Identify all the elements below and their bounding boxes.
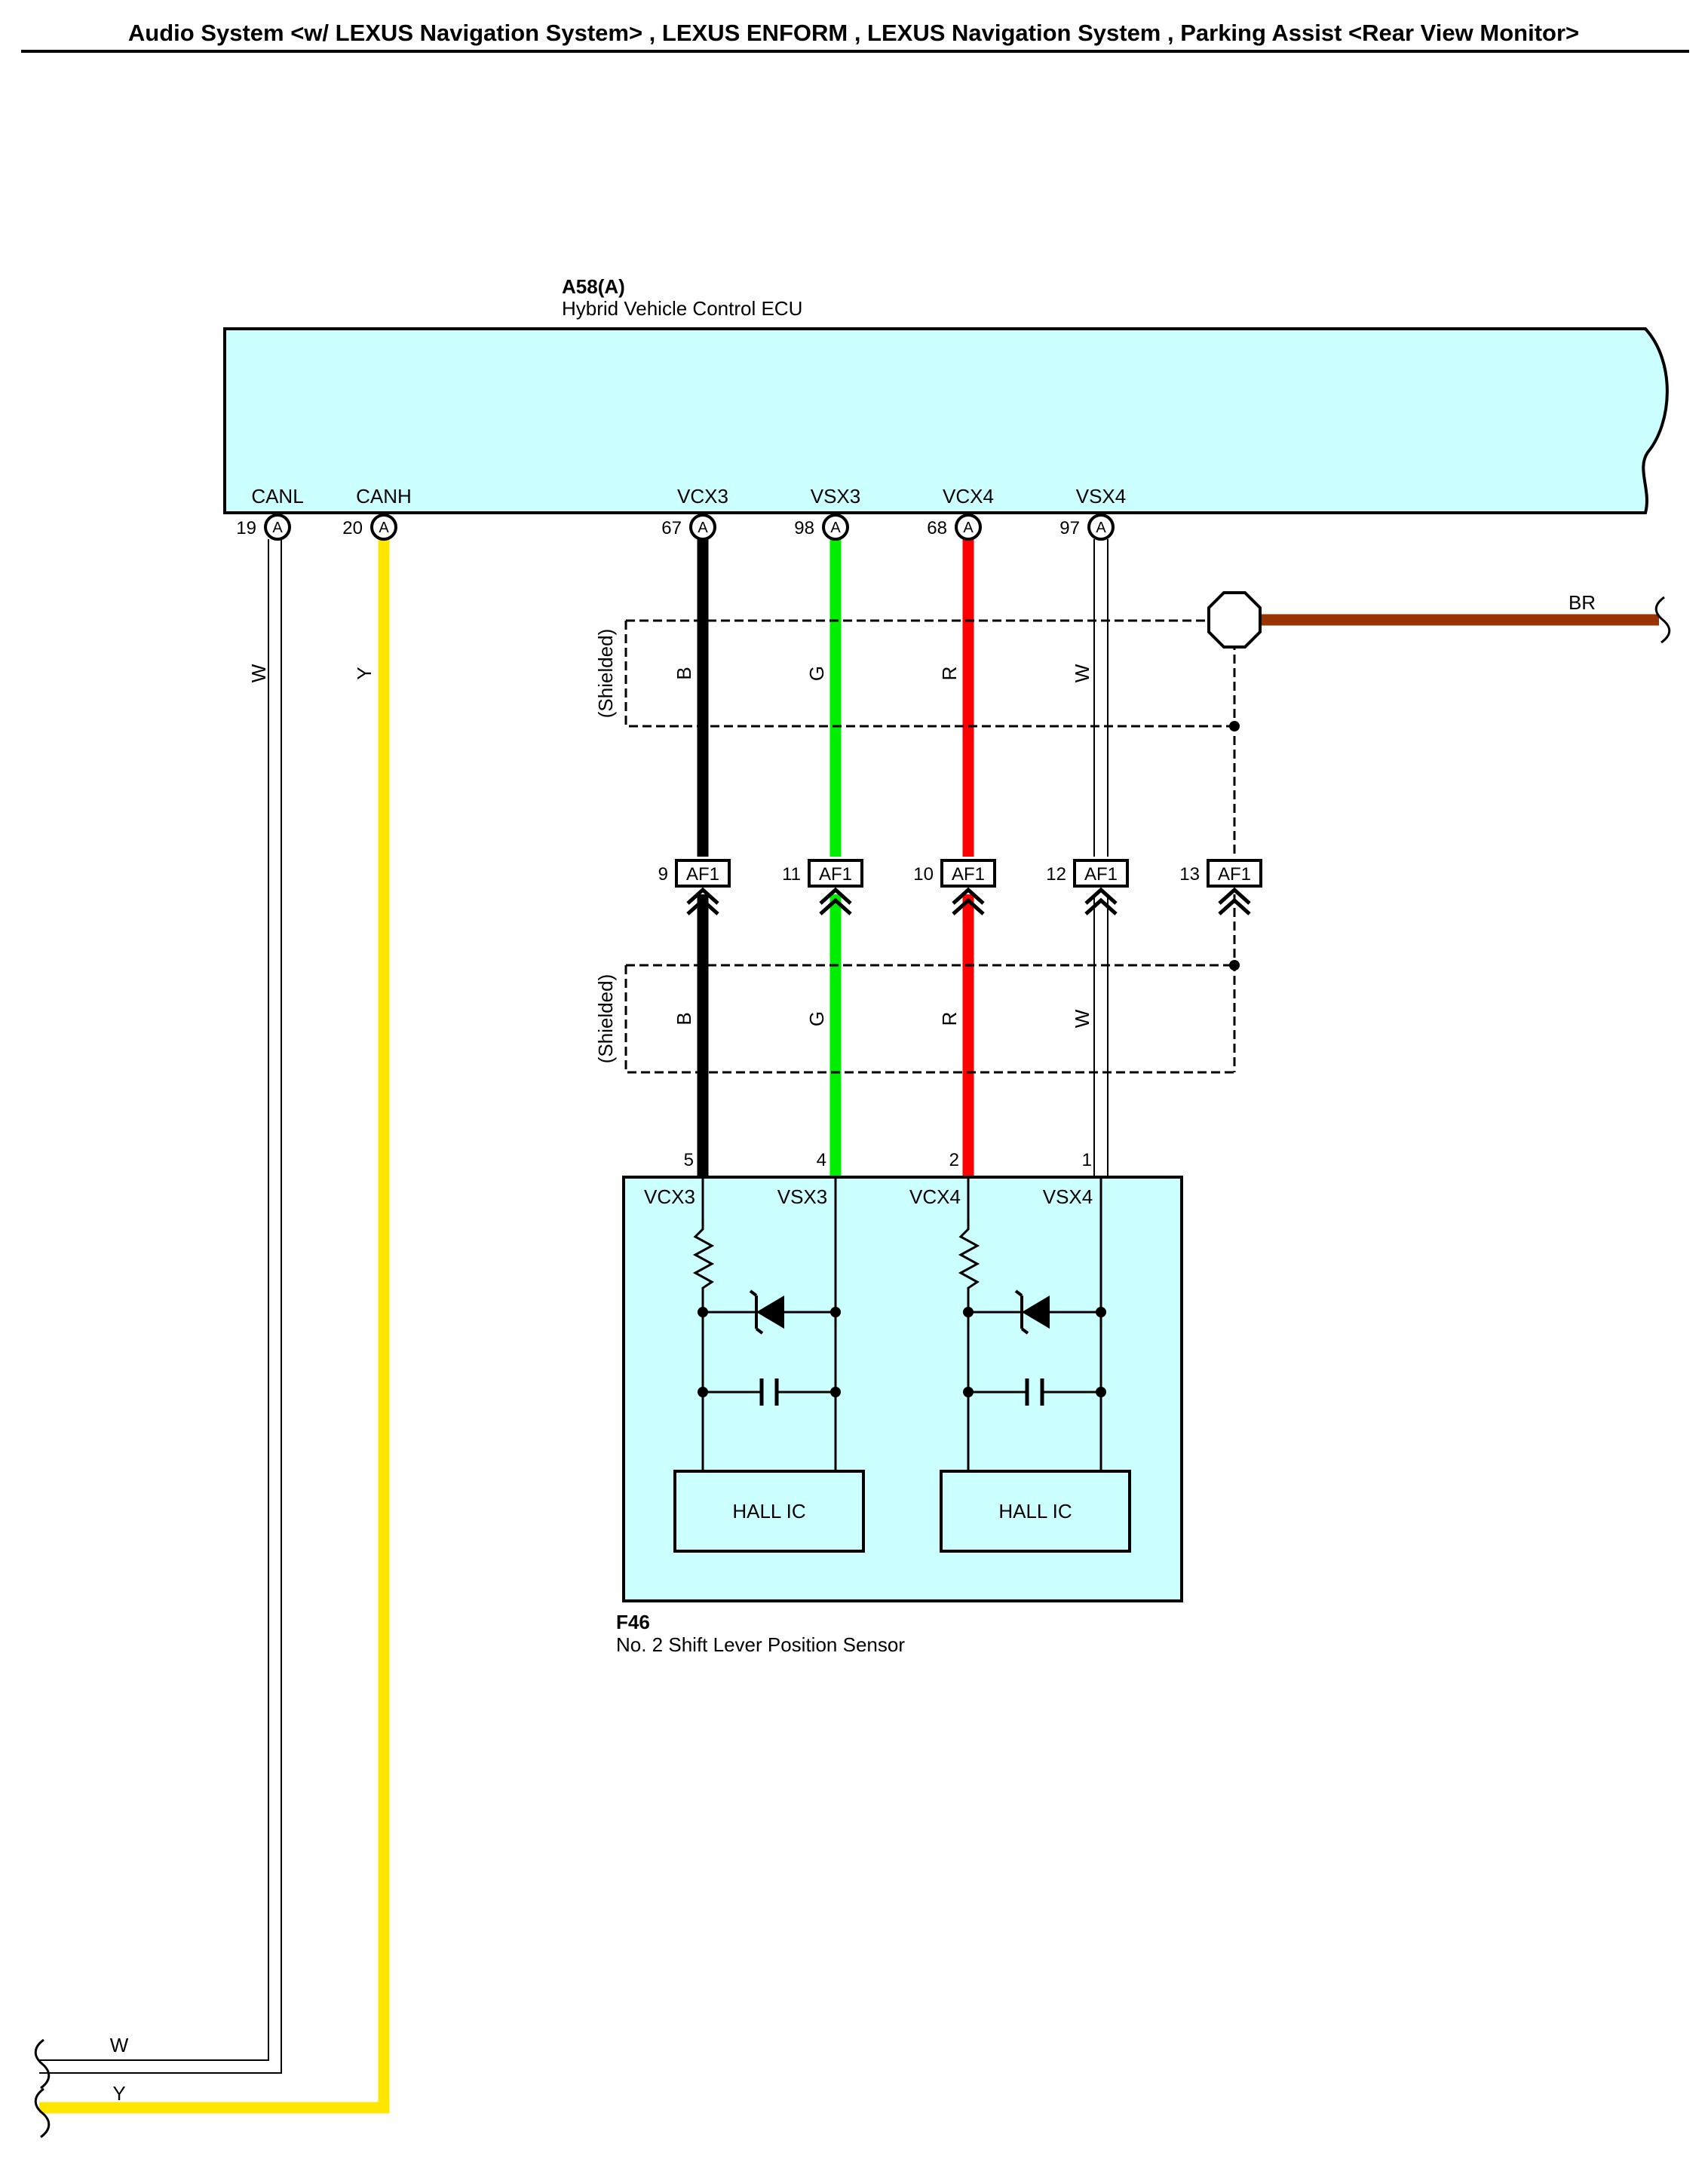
- hall-ic-left-label: HALL IC: [732, 1500, 805, 1523]
- junction-chevrons: [686, 887, 1251, 915]
- sensor-pin-number-vcx3: 5: [684, 1150, 694, 1170]
- ecu-pin-number-vsx3: 98: [794, 518, 814, 538]
- ecu-pin-label-canl: CANL: [251, 485, 303, 508]
- ecu-pin-label-vsx3: VSX3: [811, 485, 861, 508]
- wire-canl: [39, 539, 282, 2074]
- wire-label-canl: W: [247, 664, 270, 682]
- ecu-pin-connector-vcx3: A: [698, 520, 708, 536]
- junction-label-2: AF1: [819, 864, 852, 885]
- break-mark-y: [34, 2087, 51, 2139]
- sensor-pin-number-vsx4: 1: [1082, 1150, 1092, 1170]
- wire-label-vsx3-upper: G: [805, 666, 828, 681]
- wire-br-break-mark: [1654, 596, 1671, 644]
- ecu-pin-label-vsx4: VSX4: [1076, 485, 1127, 508]
- ecu-pin-number-vcx4: 68: [927, 518, 947, 538]
- sensor-name: No. 2 Shift Lever Position Sensor: [616, 1633, 905, 1656]
- ecu-pin-label-vcx4: VCX4: [943, 485, 994, 508]
- ecu-pin-connector-vsx4: A: [1096, 520, 1106, 536]
- ecu-pin-connector-canh: A: [379, 520, 389, 536]
- zener-diode-left: [749, 1289, 784, 1335]
- page-title: Audio System <w/ LEXUS Navigation System…: [128, 20, 1579, 46]
- junction-connectors: [675, 859, 1262, 888]
- bottom-wire-label-y: Y: [112, 2082, 125, 2105]
- ground-splice-octagon: [1207, 591, 1262, 649]
- sensor-pin-number-vcx4: 2: [949, 1150, 959, 1170]
- wire-vsx4: [1093, 539, 1109, 1176]
- sensor-code: F46: [616, 1611, 650, 1633]
- junction-dots-left: [698, 1307, 841, 1397]
- wire-label-vcx3-upper: B: [673, 667, 695, 679]
- wire-label-canh: Y: [353, 667, 376, 679]
- zener-diode-right: [1014, 1289, 1050, 1335]
- ecu-pin-label-canh: CANH: [356, 485, 412, 508]
- wire-canh: [39, 539, 390, 2114]
- ecu-pin-connector-vcx4: A: [963, 520, 974, 536]
- shield-upper-junction-dot: [1229, 721, 1240, 731]
- ecu-pin-label-vcx3: VCX3: [677, 485, 728, 508]
- shield-upper-label: (Shielded): [594, 629, 617, 719]
- wire-label-vcx4-lower: R: [938, 1012, 961, 1026]
- hall-ic-left: [673, 1470, 865, 1553]
- sensor-pin-label-vcx4: VCX4: [909, 1185, 961, 1208]
- wire-label-vcx4-upper: R: [938, 667, 961, 681]
- shield-upper-outline: [624, 619, 1234, 728]
- sensor-pin-number-vsx3: 4: [817, 1150, 826, 1170]
- wire-label-vsx4-lower: W: [1071, 1009, 1093, 1028]
- shield-lower-outline: [624, 894, 1236, 1074]
- ecu-pin-connector-vsx3: A: [830, 520, 841, 536]
- junction-label-1: AF1: [686, 864, 719, 885]
- ecu-connector-pins: [264, 514, 1115, 541]
- wire-label-br: BR: [1568, 591, 1596, 614]
- junction-label-4: AF1: [1084, 864, 1118, 885]
- wire-label-vsx3-lower: G: [805, 1011, 828, 1026]
- hall-ic-right-label: HALL IC: [998, 1500, 1072, 1523]
- sensor-pin-label-vsx4: VSX4: [1043, 1185, 1093, 1208]
- junction-pin-number-4: 12: [1046, 864, 1066, 885]
- shield-lower-junction-dot: [1229, 960, 1240, 971]
- junction-dots-right: [963, 1307, 1106, 1397]
- shield-lower-label: (Shielded): [594, 974, 617, 1064]
- junction-label-3: AF1: [952, 864, 985, 885]
- sensor-pin-label-vcx3: VCX3: [644, 1185, 695, 1208]
- hall-ic-right: [940, 1470, 1131, 1553]
- ecu-pin-number-vcx3: 67: [661, 518, 682, 538]
- ecu-pin-number-canl: 19: [236, 518, 256, 538]
- ecu-box: [223, 327, 1669, 514]
- bottom-wire-label-w: W: [110, 2034, 129, 2056]
- wire-label-vcx3-lower: B: [673, 1012, 695, 1025]
- junction-pin-number-5: 13: [1179, 864, 1200, 885]
- ecu-pin-number-vsx4: 97: [1059, 518, 1080, 538]
- junction-label-5: AF1: [1218, 864, 1251, 885]
- sensor-pin-label-vsx3: VSX3: [777, 1185, 828, 1208]
- junction-pin-number-2: 11: [782, 864, 801, 885]
- junction-pin-number-1: 9: [658, 864, 668, 885]
- ecu-pin-number-canh: 20: [342, 518, 363, 538]
- ecu-pin-connector-canl: A: [272, 520, 283, 536]
- wire-label-vsx4-upper: W: [1071, 664, 1093, 682]
- ecu-name: Hybrid Vehicle Control ECU: [562, 297, 802, 320]
- break-mark-w: [34, 2038, 51, 2090]
- junction-pin-number-3: 10: [913, 864, 934, 885]
- ecu-code: A58(A): [562, 275, 625, 298]
